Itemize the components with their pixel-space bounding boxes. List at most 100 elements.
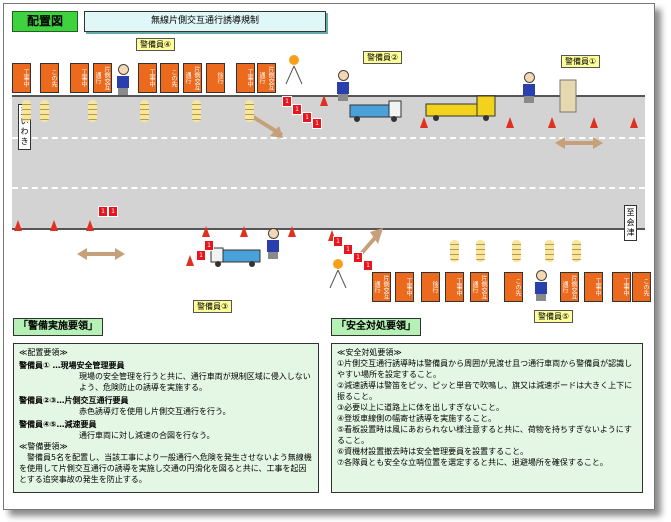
role-description: 通行車両に対し減速の合図を行なう。 xyxy=(79,431,215,440)
left-panel: ≪配置要領≫ 警備員① …現場安全管理要員 現場の安全管理を行うと共に、通行車両… xyxy=(13,343,319,493)
road-bottom-edge xyxy=(12,228,645,230)
regulation-title: 無線片側交互通行誘導規制 xyxy=(84,11,326,32)
role-name: 警備員① …現場安全管理要員 xyxy=(19,361,125,370)
sign-construction: 工事中 xyxy=(138,63,157,93)
direction-aizu-label: 至 会津 xyxy=(624,205,637,241)
role-row: 警備員① …現場安全管理要員 xyxy=(19,360,313,371)
guard-2-label: 警備員② xyxy=(363,51,403,64)
red-flag: 1 xyxy=(292,104,302,115)
safety-item: ②減速誘導は警笛をピッ、ピッと単音で吹鳴し、旗又は減速ボードは大きく上下に振るこ… xyxy=(337,381,633,401)
red-flag: 1 xyxy=(312,118,322,129)
role-name: 警備員②③…片側交互通行要員 xyxy=(19,396,129,405)
left-section1-head: ≪配置要領≫ xyxy=(19,348,68,357)
sandbag xyxy=(512,240,521,262)
sandbag xyxy=(88,100,97,122)
safety-item: ⑦各隊員とも安全な立哨位置を選定すると共に、退避場所を確保すること。 xyxy=(337,458,608,467)
lane-marking-upper xyxy=(12,137,645,139)
road-top-edge xyxy=(12,95,645,97)
sandbag xyxy=(245,100,254,122)
role-description: 現場の安全管理を行うと共に、通行車両が規制区域に侵入しないよう、危険防止の誘導を… xyxy=(79,372,311,392)
sign-construction: 工事中 xyxy=(584,272,603,302)
red-flag: 1 xyxy=(196,250,206,261)
safety-item: ⑤看板設置時は風にあおられない様注意すると共に、荷物を持ちすぎないようにすること… xyxy=(337,425,632,445)
role-row: 警備員②③…片側交互通行要員 xyxy=(19,395,313,406)
sandbag xyxy=(572,240,581,262)
sign-slow-down: 徐行 xyxy=(421,272,440,302)
sign-construction: 工事中 xyxy=(395,272,414,302)
traffic-cone xyxy=(630,117,638,128)
two-way-arrow-left xyxy=(77,248,125,260)
center-line xyxy=(12,187,645,189)
red-flag: 1 xyxy=(108,206,118,217)
guard-3-label: 警備員③ xyxy=(193,300,233,313)
red-flag: 1 xyxy=(333,236,343,247)
sandbag xyxy=(140,100,149,122)
red-flag: 1 xyxy=(204,240,214,251)
safety-item: ③必要以上に道路上に体を出しすぎないこと。 xyxy=(337,403,505,412)
sandbag xyxy=(40,100,49,122)
guard-1-figure xyxy=(520,72,538,103)
barricade-right xyxy=(559,79,577,113)
sign-alternate: 片側交互通行 xyxy=(257,63,276,93)
warning-light-bottom xyxy=(329,259,347,289)
sign-construction: 工事中 xyxy=(12,63,31,93)
sign-ahead: この先 xyxy=(632,272,651,302)
left-section2-text: 警備員5名を配置し、当該工事により一般通行へ危険を発生させないよう無線機を使用し… xyxy=(19,453,312,484)
sandbag xyxy=(450,240,459,262)
traffic-cone xyxy=(320,95,328,106)
red-flag: 1 xyxy=(363,260,373,271)
red-flag: 1 xyxy=(302,112,312,123)
safety-item: ④登坂車線側の幅寄せ誘導を実施すること。 xyxy=(337,414,497,423)
role-name: 警備員④⑤…減速要員 xyxy=(19,420,97,429)
sign-construction: 工事中 xyxy=(236,63,255,93)
sandbag xyxy=(192,100,201,122)
right-section-head: ≪安全対処要領≫ xyxy=(337,348,402,357)
traffic-cone xyxy=(590,117,598,128)
sign-ahead: この先 xyxy=(40,63,59,93)
traffic-cone xyxy=(50,220,58,231)
sign-alternate: 片側交互通行 xyxy=(183,63,202,93)
traffic-cone xyxy=(328,230,336,241)
traffic-cone xyxy=(14,220,22,231)
traffic-cone xyxy=(288,226,296,237)
guard-5-figure xyxy=(532,270,550,301)
sign-construction: 工事中 xyxy=(445,272,464,302)
sign-slow-down: 徐行 xyxy=(206,63,225,93)
left-panel-title: 「警備実施要領」 xyxy=(13,318,103,336)
right-panel-title: 「安全対処要領」 xyxy=(331,318,421,336)
red-flag: 1 xyxy=(353,252,363,263)
red-flag: 1 xyxy=(98,206,108,217)
sign-construction: 工事中 xyxy=(612,272,631,302)
two-way-arrow-right xyxy=(555,137,603,149)
guard-4-figure xyxy=(114,64,132,95)
left-section2-head: ≪警備要領≫ xyxy=(19,442,68,451)
sign-alternate: 片側交互通行 xyxy=(470,272,489,302)
red-flag: 1 xyxy=(282,96,292,107)
sandbag xyxy=(22,100,31,122)
traffic-cone xyxy=(506,117,514,128)
truck-center xyxy=(349,100,402,122)
guard-5-label: 警備員⑤ xyxy=(534,310,574,323)
guard-2-figure xyxy=(334,70,352,101)
traffic-cone xyxy=(548,117,556,128)
sign-alternate: 片側交互通行 xyxy=(560,272,579,302)
guard-3-figure xyxy=(264,228,282,259)
sandbag xyxy=(476,240,485,262)
role-row: 警備員④⑤…減速要員 xyxy=(19,419,313,430)
warning-light-top xyxy=(285,55,303,85)
truck-left xyxy=(210,247,261,267)
sign-construction: 工事中 xyxy=(70,63,89,93)
traffic-cone xyxy=(240,226,248,237)
role-description: 赤色誘導灯を使用し片側交互通行を行う。 xyxy=(79,407,231,416)
red-flag: 1 xyxy=(343,244,353,255)
traffic-cone xyxy=(86,220,94,231)
safety-item: ⑥資機材設置撤去時は安全管理要員を設置すること。 xyxy=(337,447,529,456)
traffic-cone xyxy=(202,226,210,237)
traffic-cone xyxy=(420,117,428,128)
right-panel: ≪安全対処要領≫ ①片側交互通行誘導時は警備員から周囲が見渡せ且つ通行車両から警… xyxy=(331,343,643,493)
traffic-cone xyxy=(186,255,194,266)
page-title: 配置図 xyxy=(12,11,78,32)
sign-alternate: 片側交互通行 xyxy=(372,272,391,302)
sign-ahead: この先 xyxy=(504,272,523,302)
